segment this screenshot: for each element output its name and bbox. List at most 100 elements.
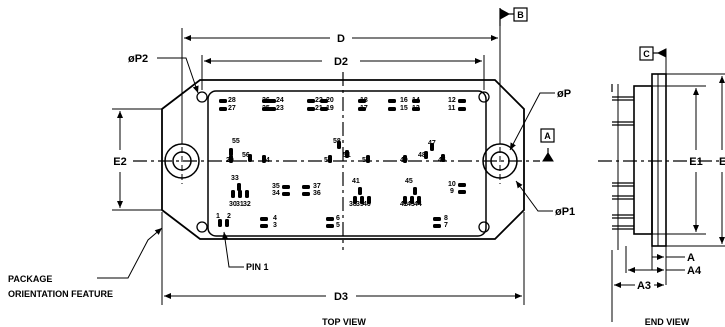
pin-pad [268, 99, 276, 103]
pin-number: 14 [412, 97, 420, 104]
pin-number: 49 [400, 157, 408, 164]
pin-pad [302, 192, 310, 196]
pin-pad [360, 196, 364, 204]
pin-number: 50 [362, 157, 370, 164]
pin-pad [320, 107, 328, 111]
pin-pad [388, 99, 396, 103]
pin-pad [320, 99, 328, 103]
pin-number: 31 [236, 201, 244, 208]
corner-hole [478, 221, 490, 233]
pin-pad [219, 99, 227, 103]
pin-pad [245, 190, 249, 198]
pin-pad [403, 155, 407, 163]
pin-number: 37 [313, 183, 321, 190]
pin-pad [262, 155, 266, 163]
pin-number: 48 [418, 152, 426, 159]
pin-pad [248, 154, 252, 162]
pin-pad [412, 99, 420, 103]
pin-number: 40 [363, 201, 371, 208]
pin-number: 25 [262, 105, 270, 112]
pin-pad [307, 99, 315, 103]
top-view-labels: D D2 D3 E2 øP2 øP øP1 A B PIN 1 PACKAGE … [8, 10, 575, 327]
dimension-E2-label: E2 [113, 156, 126, 168]
pin-number: 36 [313, 190, 321, 197]
datum-B-triangle [499, 8, 511, 20]
pin-pad [412, 107, 420, 111]
pin-number: 41 [352, 178, 360, 185]
pin-pad [403, 196, 407, 204]
hole-P-label: øP [557, 88, 571, 100]
end-view-housing [633, 85, 653, 235]
leader-orientation-feature [97, 227, 163, 279]
pin-number: 8 [444, 215, 448, 222]
end-view-caption: END VIEW [645, 317, 690, 327]
pin-number: 51 [343, 152, 351, 159]
pin-number: 30 [229, 201, 237, 208]
pin-pad [328, 155, 332, 163]
dimension-A-label: A [687, 252, 695, 264]
pin-number: 10 [448, 181, 456, 188]
pin-number: 45 [405, 178, 413, 185]
pin-field-outline [207, 90, 487, 237]
pin-pad [358, 99, 366, 103]
pin-pad [388, 107, 396, 111]
pin-pad [229, 148, 233, 156]
pin-pad [219, 107, 227, 111]
end-view-terminals [611, 84, 634, 250]
end-view [598, 46, 725, 322]
pin-number: 42 [400, 201, 408, 208]
pin-pad [458, 190, 466, 194]
top-view [97, 7, 555, 305]
pin-number: 56 [242, 152, 250, 159]
pin-pad [337, 141, 341, 149]
leader-P2 [157, 57, 199, 94]
pin-number: 28 [228, 97, 236, 104]
pin-pad [302, 185, 310, 189]
pin-pad [260, 224, 268, 228]
pin-number: 35 [272, 183, 280, 190]
pin-number: 22 [315, 97, 323, 104]
dimension-D2-label: D2 [334, 56, 348, 68]
pin-number: 1 [216, 213, 220, 220]
pin-number: 19 [326, 105, 334, 112]
pin-number: 44 [414, 201, 422, 208]
pin-number: 16 [400, 97, 408, 104]
pin-pad [326, 217, 334, 221]
orientation-feature-label-line2: ORIENTATION FEATURE [8, 289, 113, 299]
pin-pad [229, 155, 233, 163]
pin-number: 5 [336, 222, 340, 229]
pin-number: 32 [243, 201, 251, 208]
dimension-E-label: E [719, 156, 725, 168]
pin-pad [458, 183, 466, 187]
pin-pad [410, 196, 414, 204]
pin-number: 24 [276, 97, 284, 104]
pin-number: 47 [428, 140, 436, 147]
pin-pad [237, 183, 241, 191]
dimension-A3-label: A3 [637, 280, 651, 292]
datum-C-triangle [656, 48, 667, 58]
pin-number: 46 [438, 157, 446, 164]
pin-pad [218, 219, 222, 227]
pin-number: 11 [448, 105, 456, 112]
pin-pad [458, 107, 466, 111]
pin-pad [345, 150, 349, 158]
pin-number: 39 [356, 201, 364, 208]
pin-pad [260, 217, 268, 221]
hole-P2-label: øP2 [128, 53, 148, 65]
pin-pad [424, 151, 428, 159]
datum-A-box [540, 128, 555, 143]
pin-pad [262, 107, 270, 111]
pin-pad [238, 190, 242, 198]
datum-B-label: B [517, 10, 524, 20]
corner-hole [478, 91, 490, 103]
leader-P1 [515, 180, 553, 212]
pin-number: 38 [349, 201, 357, 208]
pin1-callout: PIN 1 [246, 262, 269, 272]
pin-number: 9 [450, 188, 454, 195]
datum-B-box [513, 7, 528, 22]
pin-pad [413, 187, 417, 195]
pin-number: 17 [360, 105, 368, 112]
pin-number: 29 [226, 157, 234, 164]
end-view-labels: E1 E A A4 A3 C END VIEW [637, 49, 725, 327]
